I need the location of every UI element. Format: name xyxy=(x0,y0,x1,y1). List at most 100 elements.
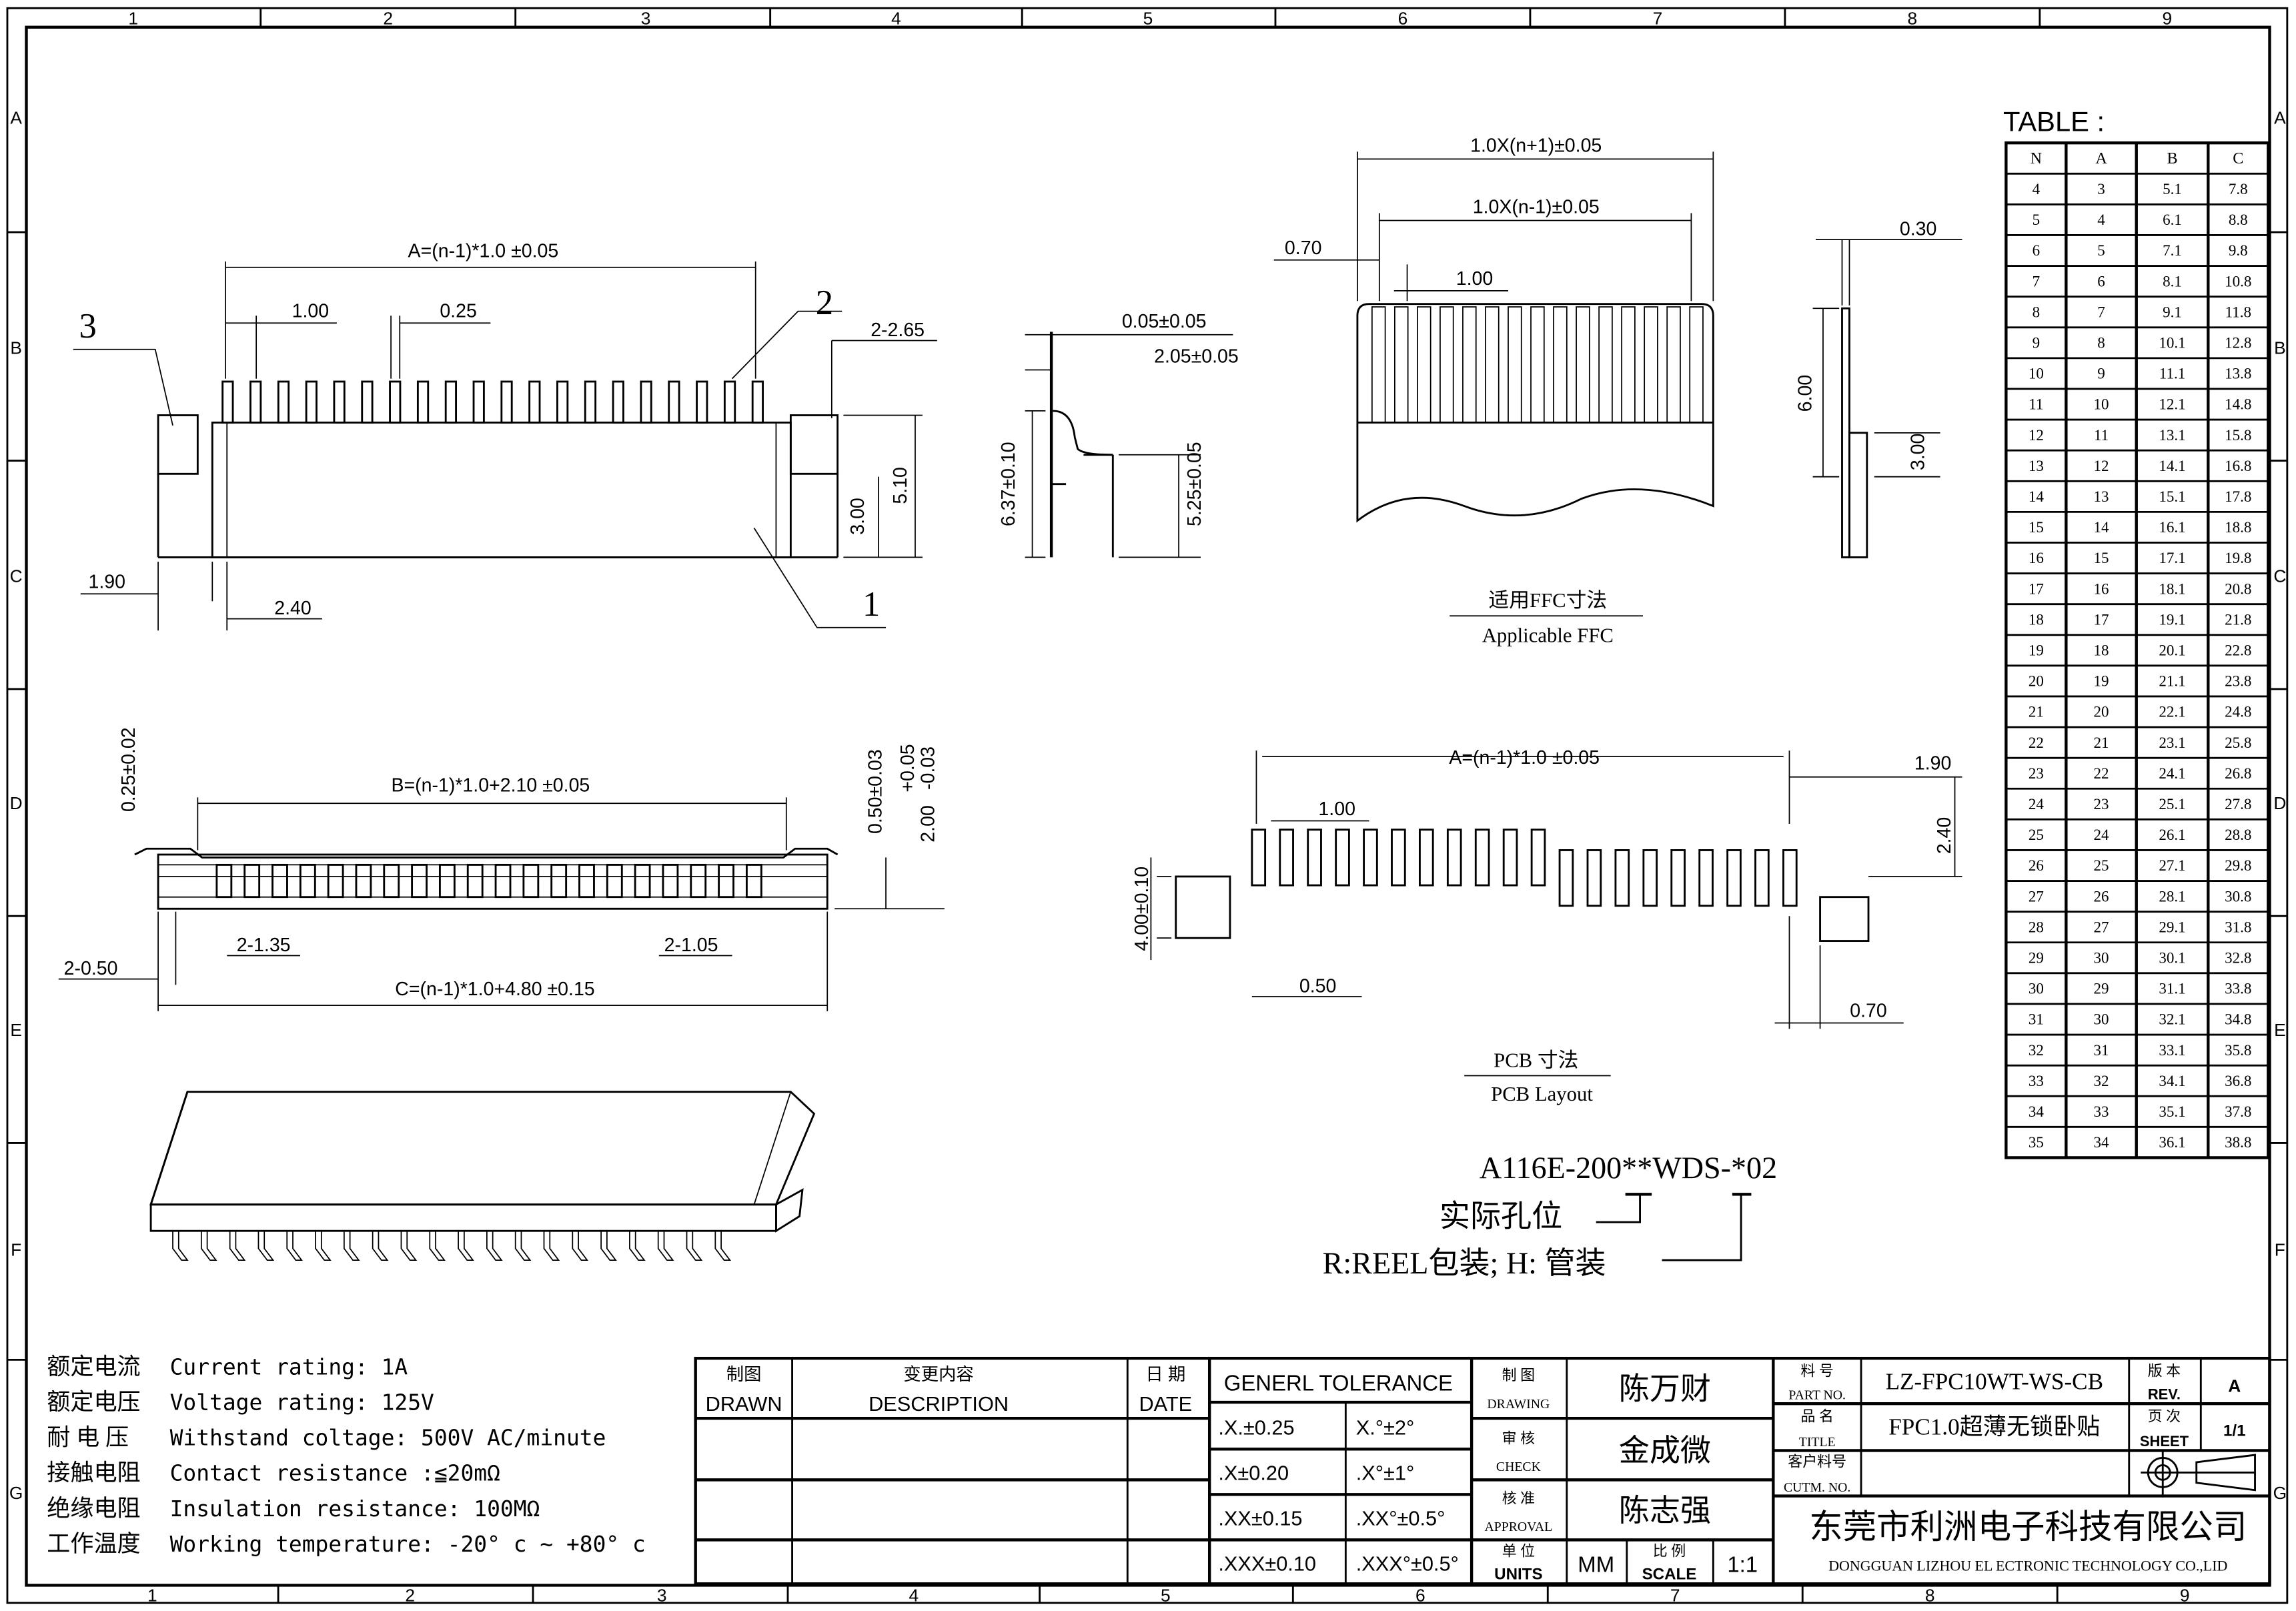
contact-pin xyxy=(640,380,652,424)
table-cell: 26 xyxy=(2029,857,2044,874)
ffc-pitch: 1.00 xyxy=(1456,268,1494,290)
pcb-pad xyxy=(1754,849,1770,907)
contact-pin xyxy=(472,380,485,424)
ffc-dim-inner: 1.0X(n-1)±0.05 xyxy=(1473,197,1600,218)
contact-pin xyxy=(411,863,428,899)
part-no: LZ-FPC10WT-WS-CB xyxy=(1886,1368,2103,1394)
zone-col-top: 6 xyxy=(1398,8,1408,28)
pcb-dim-190: 1.90 xyxy=(1914,753,1952,774)
tolerance-angular: .XX°±0.5° xyxy=(1356,1506,1446,1530)
contact-pin xyxy=(257,1231,275,1261)
table-cell: 36.1 xyxy=(2159,1133,2185,1151)
zone-row-left: E xyxy=(10,1020,22,1040)
bottom-dim-200: 2.00 xyxy=(918,805,939,843)
contact-pin xyxy=(389,380,402,424)
table-cell: 26 xyxy=(2094,887,2109,905)
table-cell: 33.1 xyxy=(2159,1041,2185,1059)
contact-pin xyxy=(494,863,512,899)
approval-cn: 核 准 xyxy=(1502,1490,1535,1506)
ffc-stiffener: 3.00 xyxy=(1907,434,1928,471)
drawing-en: DRAWING xyxy=(1487,1397,1550,1412)
bottom-view: 0.25±0.02 B=(n-1)*1.0+2.10 ±0.05 0.50±0.… xyxy=(58,727,945,1011)
ffc-conductor xyxy=(1440,306,1454,424)
table-cell: 29.1 xyxy=(2159,918,2185,935)
ffc-conductor xyxy=(1689,306,1704,424)
table-cell: 20.8 xyxy=(2225,580,2251,597)
table-cell: 27.8 xyxy=(2225,795,2251,813)
table-cell: 10 xyxy=(2029,365,2044,382)
ffc-caption-en: Applicable FFC xyxy=(1482,624,1614,647)
contact-pin xyxy=(718,863,734,899)
zone-col-bottom: 3 xyxy=(657,1586,667,1606)
spec-label-cn: 绝缘电阻 xyxy=(47,1496,140,1522)
table-cell: 36.8 xyxy=(2225,1072,2251,1089)
contact-pin xyxy=(343,1231,360,1261)
bottom-dim-050b: 2-0.50 xyxy=(64,958,118,979)
contact-pin xyxy=(690,863,707,899)
table-cell: 11 xyxy=(2029,396,2043,413)
spec-label-cn: 额定电流 xyxy=(47,1354,140,1380)
table-cell: 28.8 xyxy=(2225,826,2251,843)
contact-pin xyxy=(229,1231,246,1261)
table-cell: 19.8 xyxy=(2225,549,2251,566)
bottom-dim-050: 0.50±0.03 xyxy=(865,749,886,834)
table-cell: 34 xyxy=(2029,1103,2045,1120)
table-cell: 29 xyxy=(2094,980,2109,997)
ffc-caption-cn: 适用FFC寸法 xyxy=(1489,589,1608,612)
ffc-conductor xyxy=(1666,306,1681,424)
contact-pin xyxy=(556,380,569,424)
table-cell: 12 xyxy=(2029,426,2044,444)
zone-col-top: 4 xyxy=(891,8,901,28)
bottom-dim-105: 2-1.05 xyxy=(664,935,718,956)
table-cell: 16 xyxy=(2029,549,2044,566)
table-cell: 23.8 xyxy=(2225,672,2251,690)
bottom-dim-b: B=(n-1)*1.0+2.10 ±0.05 xyxy=(391,775,590,796)
table-cell: 35.8 xyxy=(2225,1041,2251,1059)
table-cell: 21.1 xyxy=(2159,672,2185,690)
table-cell: 17.1 xyxy=(2159,549,2185,566)
contact-pin xyxy=(215,863,233,899)
front-view: A=(n-1)*1.0 ±0.05 1.00 0.25 2-2.65 3 2 1… xyxy=(73,240,937,631)
description-en: DESCRIPTION xyxy=(869,1392,1009,1416)
table-cell: 5 xyxy=(2033,211,2041,228)
contact-pin xyxy=(500,380,513,424)
contact-pin xyxy=(429,1231,446,1261)
table-cell: 18 xyxy=(2094,641,2109,658)
table-cell: 22.8 xyxy=(2225,641,2251,658)
bottom-dim-200-minus: -0.03 xyxy=(918,746,939,790)
contact-pin xyxy=(277,380,290,424)
spec-value: Current rating: 1A xyxy=(170,1354,408,1380)
contact-pin xyxy=(271,863,288,899)
table-header: C xyxy=(2233,149,2243,167)
contact-pin xyxy=(522,863,540,899)
table-cell: 25 xyxy=(2029,826,2044,843)
contact-pin xyxy=(751,380,764,424)
table-cell: 16 xyxy=(2094,580,2109,597)
spec-value: Voltage rating: 125V xyxy=(170,1389,434,1415)
pcb-pad xyxy=(1391,829,1406,887)
zone-row-right: E xyxy=(2274,1020,2286,1040)
table-cell: 14 xyxy=(2029,488,2045,505)
contact-pin xyxy=(299,863,316,899)
table-cell: 17 xyxy=(2094,610,2109,628)
table-cell: 32 xyxy=(2094,1072,2109,1089)
table-cell: 27 xyxy=(2094,918,2109,935)
ffc-conductor xyxy=(1394,306,1409,424)
contact-pin xyxy=(361,380,374,424)
offset-240-label: 2.40 xyxy=(274,598,312,619)
pcb-dim-a: A=(n-1)*1.0 ±0.05 xyxy=(1449,747,1600,768)
part-code-pins-label: 实际孔位 xyxy=(1440,1199,1562,1233)
table-cell: 14.8 xyxy=(2225,396,2251,413)
contact-pin xyxy=(486,1231,503,1261)
table-cell: 14 xyxy=(2094,518,2110,536)
zone-col-top: 1 xyxy=(128,8,138,28)
offset-190-label: 1.90 xyxy=(88,572,125,593)
zone-row-left: G xyxy=(9,1483,23,1503)
table-cell: 29.8 xyxy=(2225,857,2251,874)
table-cell: 6.1 xyxy=(2163,211,2182,228)
date-cn: 日 期 xyxy=(1145,1364,1185,1384)
ffc-edge: 0.70 xyxy=(1285,237,1321,259)
zone-row-left: C xyxy=(10,566,23,586)
table-cell: 19 xyxy=(2029,641,2044,658)
